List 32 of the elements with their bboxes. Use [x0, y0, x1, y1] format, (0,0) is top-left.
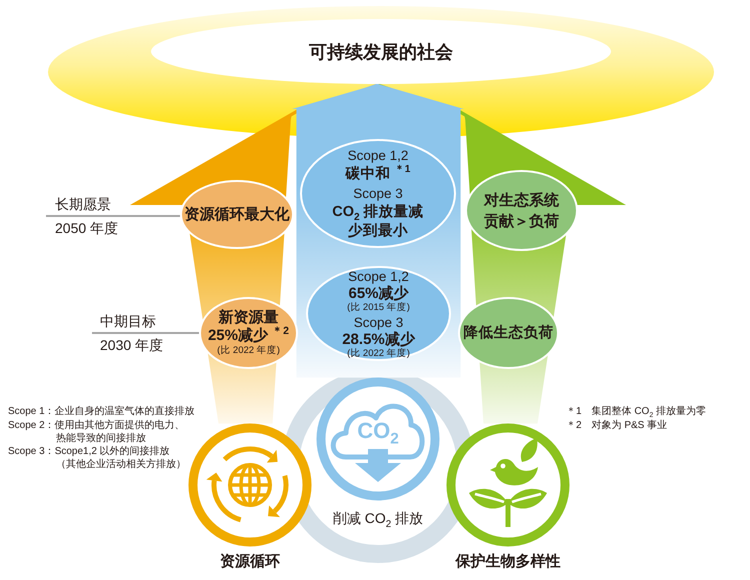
target-text: 降低生态负荷	[464, 324, 554, 342]
footnote: ＊2 对象为 P&S 事业	[566, 419, 668, 432]
base-year-note: (比 2022 年度)	[217, 345, 280, 357]
scope-note: Scope 2：使用由其他方面提供的电力、热能导致的间接排放	[8, 419, 186, 445]
footnote: ＊1 集团整体 CO$_{2}$ 排放量为零	[566, 405, 708, 418]
leader-line	[162, 332, 199, 334]
base-year-note: (比 2022 年度)	[347, 348, 410, 360]
target-text: 碳中和 $^{＊1}$	[346, 165, 410, 184]
scope-heading: Scope 1,2	[348, 268, 409, 284]
target-text: 28.5%减少	[342, 330, 415, 348]
icon-caption: 保护生物多样性	[456, 552, 560, 571]
horizon-heading: 长期愿景	[46, 196, 122, 217]
cloud-label: CO$_{2}$	[357, 419, 399, 443]
year-label: 2030 年度	[99, 336, 162, 354]
scope-heading: Scope 3	[353, 185, 403, 203]
target-text: 新资源量	[218, 309, 278, 326]
leader-line	[122, 215, 180, 217]
scope-note: Scope 1：企业自身的温室气体的直接排放	[8, 405, 196, 418]
target-text: 25%减少 $^{＊2}$	[208, 327, 290, 345]
scope-heading: Scope 3	[354, 314, 404, 330]
scope-heading: Scope 1,2	[348, 147, 408, 164]
target-text: CO$_{2}$ 排放量减少到最小	[331, 203, 425, 241]
icon-caption: 削减 CO$_{2}$ 排放	[332, 509, 424, 527]
goal-text: 可持续发展的社会	[309, 40, 453, 62]
target-text: 对生态系统贡献＞负荷	[482, 190, 560, 232]
horizon-heading: 中期目标	[92, 313, 162, 334]
year-label: 2050 年度	[54, 219, 120, 237]
target-text: 资源循环最大化	[184, 205, 290, 224]
base-year-note: (比 2015 年度)	[347, 302, 410, 314]
scope-note: Scope 3：Scope1,2 以外的间接排放（其他企业活动相关方排放）	[8, 445, 187, 471]
icon-caption: 资源循环	[220, 552, 280, 571]
target-text: 65%减少	[348, 284, 409, 302]
